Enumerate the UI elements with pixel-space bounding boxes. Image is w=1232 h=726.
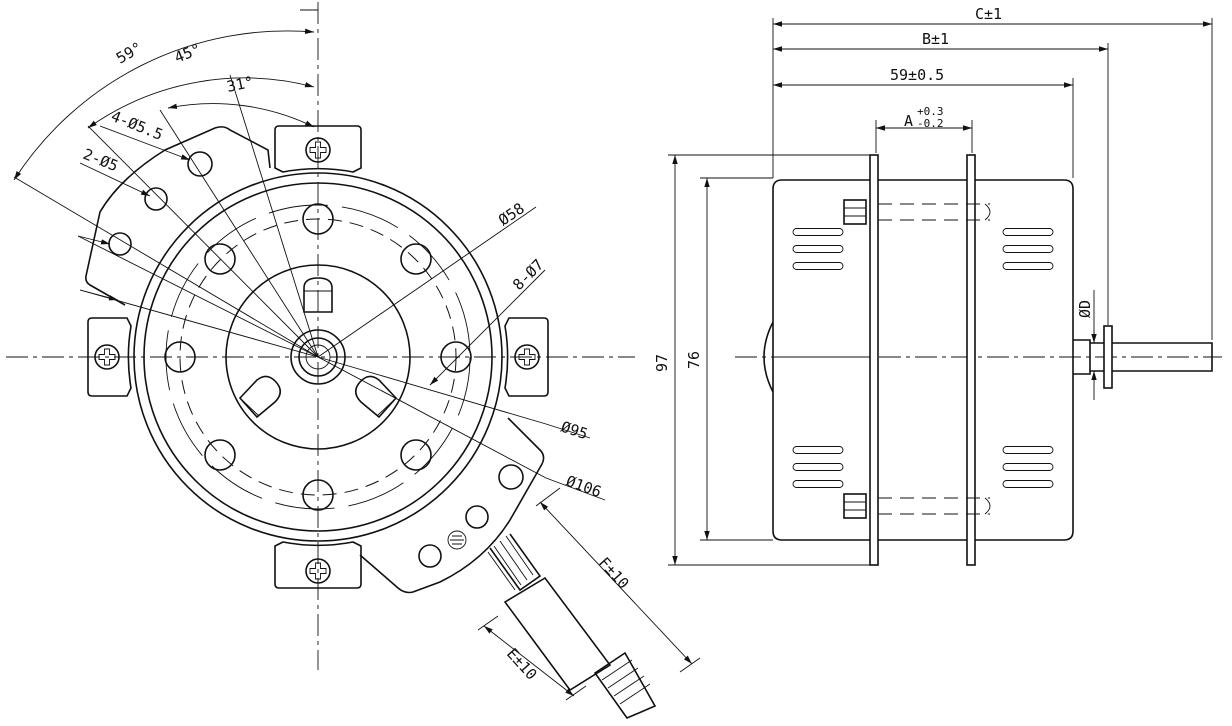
holes-4x55-label: 4-Ø5.5: [109, 107, 166, 144]
hub-circle-58: [225, 264, 411, 450]
bolt-circle-95: [179, 218, 457, 496]
shaft-circle: [298, 337, 338, 377]
angle-31-arc: [167, 103, 315, 128]
height-76-label: 76: [685, 351, 703, 369]
angle-59-arc: [13, 28, 315, 181]
shaft-d-label: ØD: [1076, 300, 1094, 318]
radial-lines: [13, 74, 547, 479]
len-c-label: C±1: [975, 5, 1002, 23]
front-flange-plate: [869, 154, 879, 566]
angle-45-arc: [87, 77, 315, 129]
len-a-label: A: [904, 112, 913, 130]
len-59-label: 59±0.5: [890, 66, 944, 84]
height-97-label: 97: [653, 354, 671, 372]
tol-a-minus-label: -0.2: [917, 117, 944, 130]
lead-e-label: E±10: [503, 645, 541, 684]
angle-31-label: 31°: [225, 73, 255, 96]
dia-58-label: Ø58: [495, 199, 528, 229]
dia-106-label: Ø106: [564, 472, 604, 501]
len-b-label: B±1: [922, 30, 949, 48]
hub-slots: [238, 277, 398, 419]
lead-f-label: F±10: [595, 554, 633, 593]
shaft-boss: [290, 329, 346, 385]
tol-a-plus-label: +0.3: [917, 105, 944, 118]
bracket-lower-right: [359, 417, 545, 594]
holes-2x5-label: 2-Ø5: [81, 145, 121, 175]
housing-circle: [143, 182, 493, 532]
bolt-holes-8: [164, 203, 472, 511]
angle-45-label: 45°: [172, 40, 204, 67]
angle-59-label: 59°: [113, 38, 145, 67]
vent-slots: [792, 228, 1054, 488]
shaft: [1073, 325, 1213, 389]
ground-terminal: [447, 530, 467, 550]
front-view: 59° 45° 31° 4-Ø5.5 2-Ø5 Ø58 8-Ø7 Ø95 Ø10…: [6, 2, 701, 719]
dia-95-label: Ø95: [559, 418, 590, 443]
flange-outline-bottom: [274, 541, 362, 589]
flange-ear-right: [504, 317, 549, 397]
holes-8x7-label: 8-Ø7: [509, 256, 547, 294]
front-bearing-boss: [763, 321, 774, 393]
flange-ear-left: [87, 317, 132, 397]
arc-guide: [165, 204, 471, 510]
outer-flange-circle: [133, 172, 503, 542]
bracket-holes: [108, 151, 524, 568]
shaft-center: [305, 344, 331, 370]
side-view: C±1 B±1 59±0.5 A +0.3 -0.2 97 76 ØD: [653, 5, 1222, 566]
lead-wire: [487, 533, 657, 719]
rear-flange-plate: [966, 154, 976, 566]
motor-body: [772, 179, 1074, 541]
tie-bolts: [843, 199, 991, 519]
